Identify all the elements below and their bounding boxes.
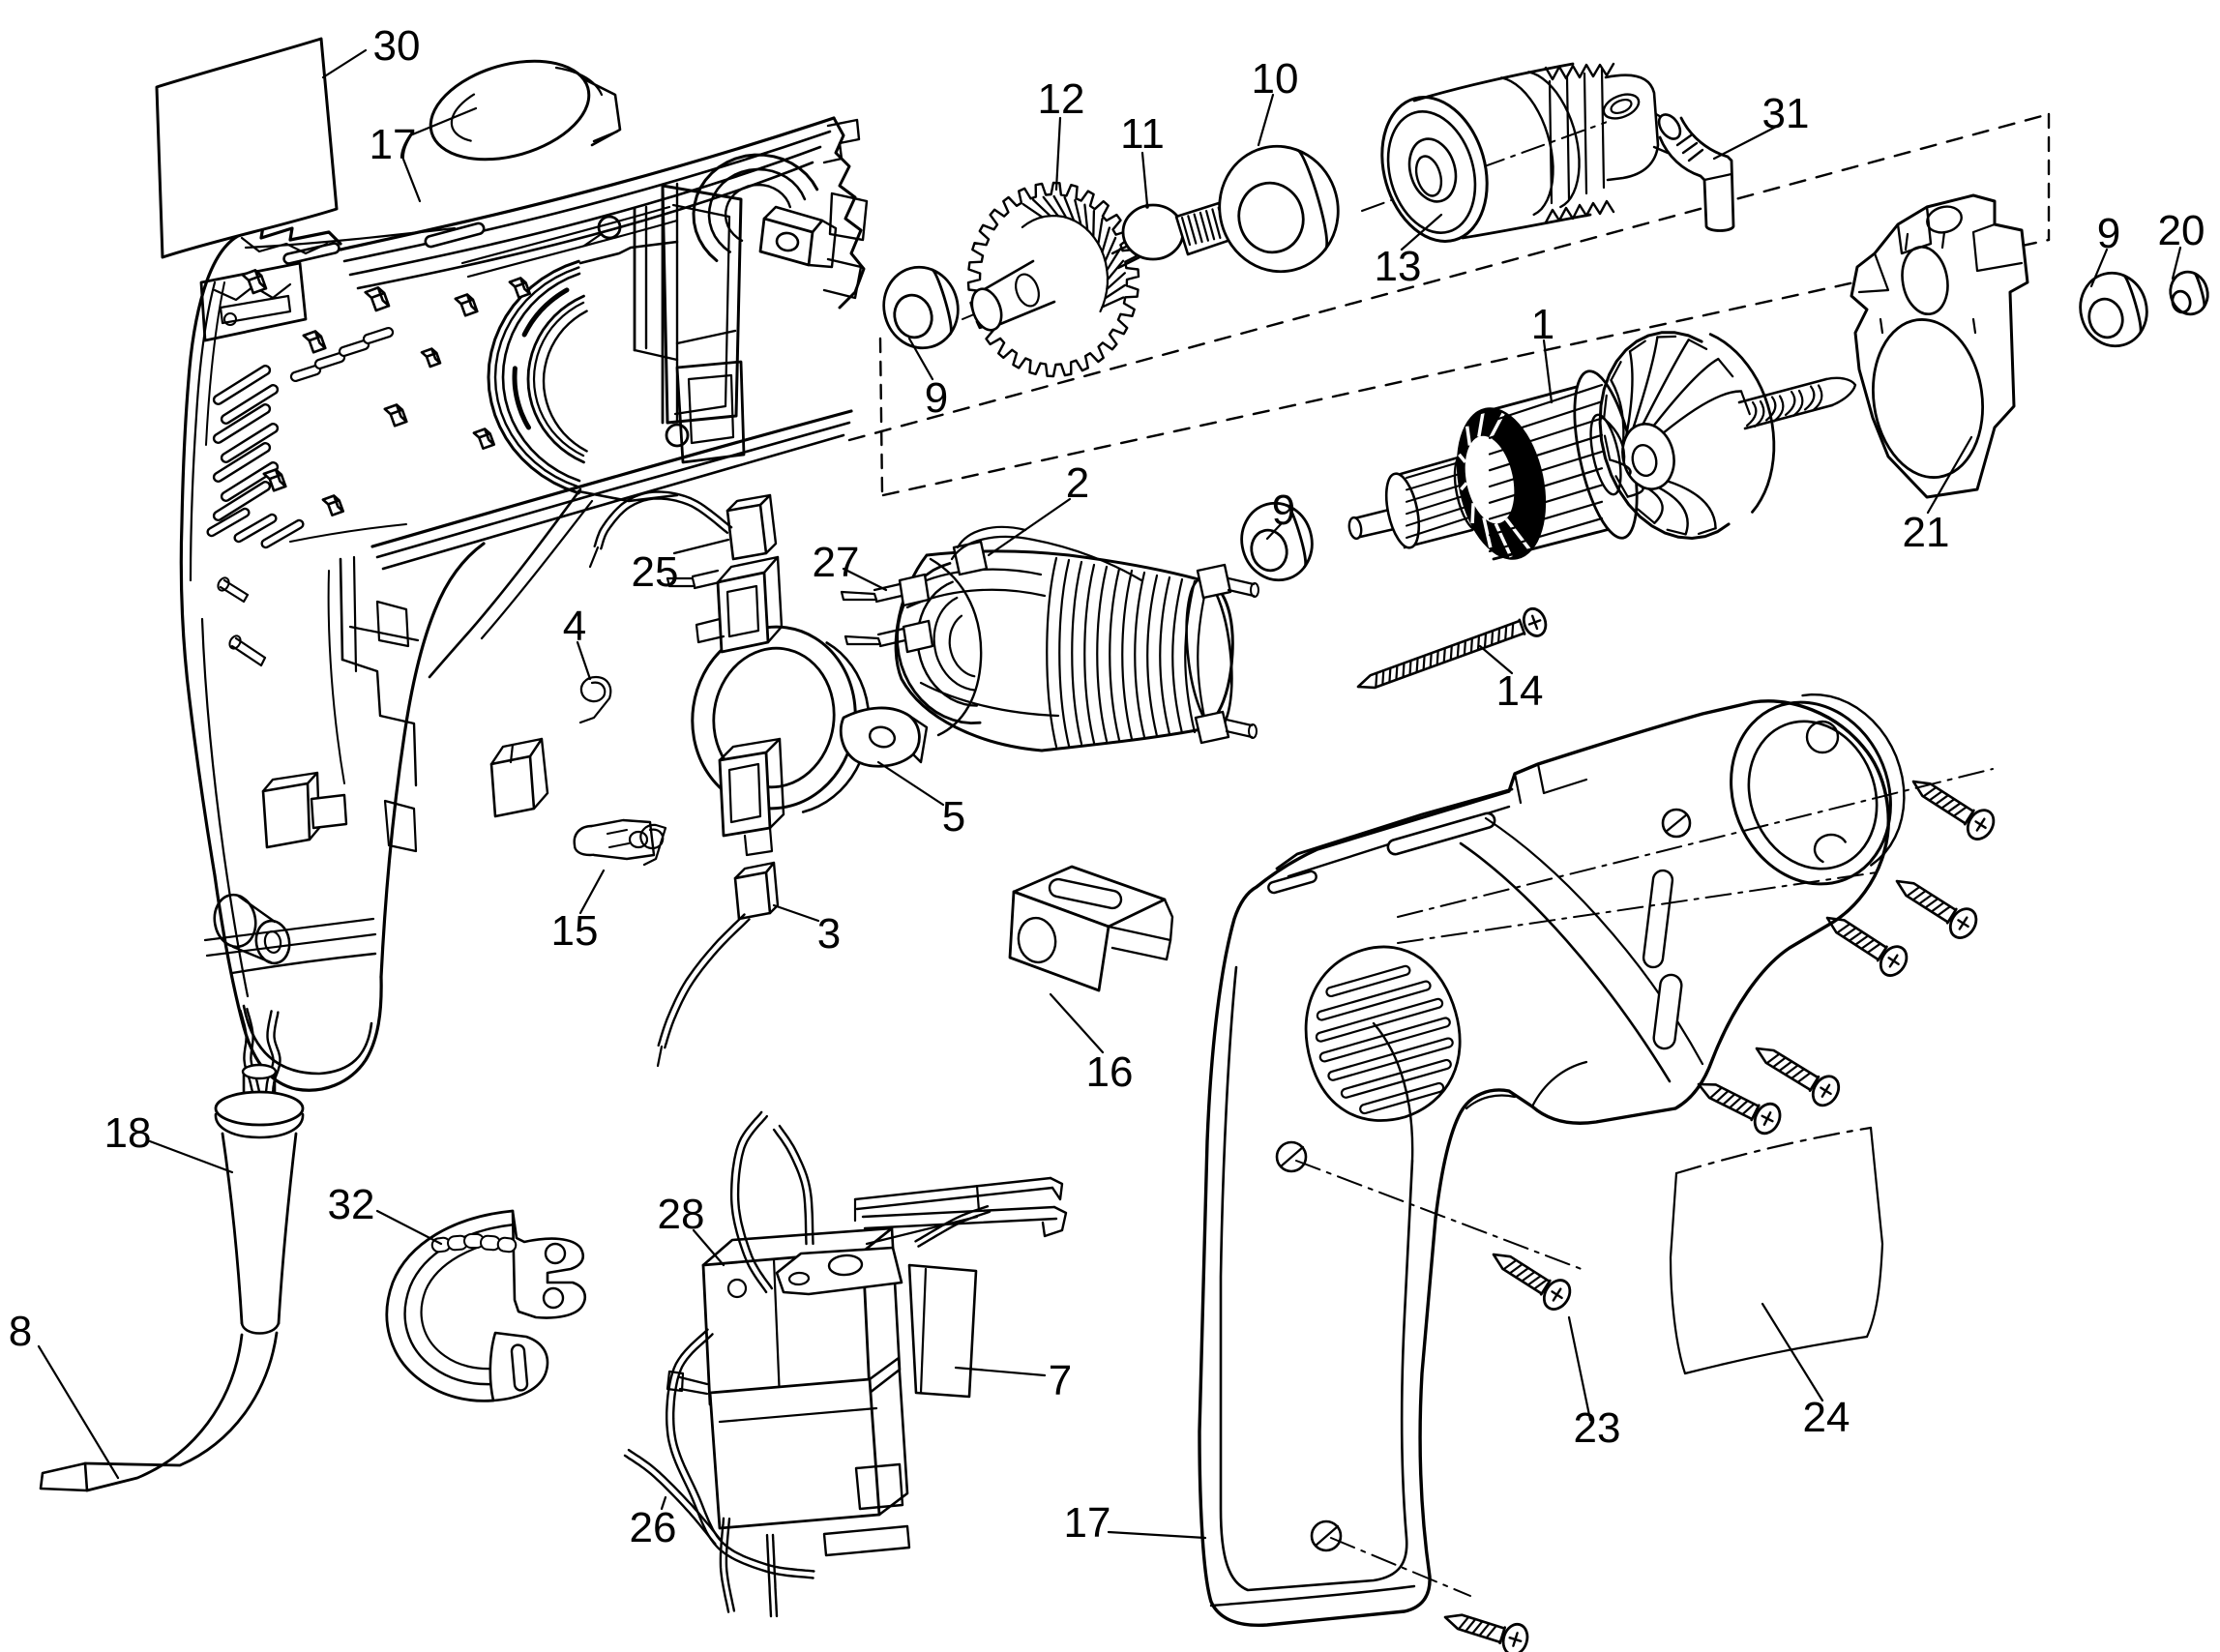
svg-text:4: 4 <box>563 603 586 650</box>
svg-text:11: 11 <box>1120 110 1165 158</box>
svg-text:21: 21 <box>1903 509 1950 556</box>
svg-text:10: 10 <box>1252 55 1299 103</box>
svg-text:8: 8 <box>9 1308 32 1355</box>
svg-text:9: 9 <box>925 374 948 422</box>
svg-text:16: 16 <box>1086 1048 1134 1096</box>
svg-text:30: 30 <box>373 22 421 70</box>
svg-text:26: 26 <box>630 1504 677 1551</box>
svg-text:3: 3 <box>817 910 841 958</box>
svg-text:15: 15 <box>551 907 599 955</box>
svg-text:13: 13 <box>1375 243 1422 290</box>
svg-text:18: 18 <box>104 1109 152 1157</box>
svg-text:32: 32 <box>328 1181 375 1228</box>
svg-text:14: 14 <box>1496 667 1544 715</box>
svg-text:5: 5 <box>942 793 965 841</box>
svg-text:7: 7 <box>1049 1357 1072 1404</box>
svg-text:20: 20 <box>2158 207 2205 254</box>
svg-text:24: 24 <box>1803 1394 1850 1441</box>
svg-text:12: 12 <box>1038 75 1085 123</box>
svg-text:23: 23 <box>1574 1404 1621 1452</box>
svg-text:25: 25 <box>632 548 679 596</box>
svg-text:17: 17 <box>370 121 417 168</box>
svg-text:28: 28 <box>658 1191 705 1238</box>
svg-text:17: 17 <box>1064 1499 1111 1547</box>
svg-text:27: 27 <box>813 539 860 586</box>
svg-text:9: 9 <box>1272 487 1295 534</box>
svg-text:9: 9 <box>2097 210 2120 257</box>
